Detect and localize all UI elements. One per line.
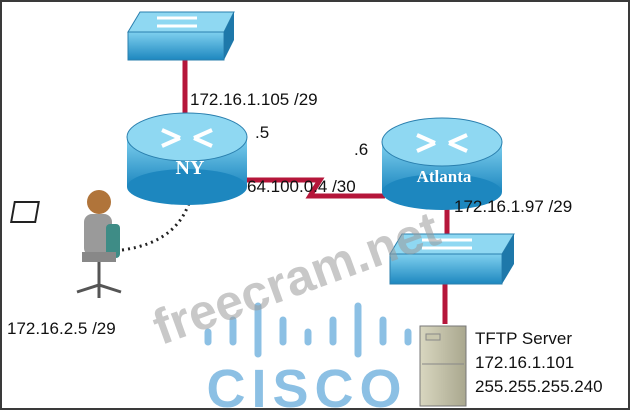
- router-ny-label: NY: [176, 157, 205, 179]
- wireless-link-pc-ny: [121, 191, 194, 252]
- server-mask-label: 255.255.255.240: [475, 377, 603, 396]
- server-ip-label: 172.16.1.101: [475, 353, 574, 372]
- switch-atlanta-lan-icon[interactable]: [389, 233, 515, 285]
- ny-serial-ip-label: .5: [255, 123, 269, 142]
- ny-lan-ip-label: 172.16.1.105 /29: [190, 90, 318, 109]
- tftp-server-icon[interactable]: [419, 325, 467, 407]
- wan-network-label: 64.100.0.4 /30: [247, 177, 356, 196]
- router-ny-icon[interactable]: [126, 112, 248, 205]
- server-name-label: TFTP Server: [475, 329, 572, 348]
- cisco-logo-bars: [204, 302, 412, 358]
- pc-user-icon[interactable]: [10, 190, 122, 298]
- switch-ny-lan-icon[interactable]: [127, 11, 235, 61]
- cisco-logo-text: CISCO: [206, 359, 407, 410]
- router-atlanta-icon[interactable]: [381, 117, 503, 210]
- router-atlanta-label: Atlanta: [417, 167, 472, 186]
- atlanta-lan-ip-label: 172.16.1.97 /29: [454, 197, 572, 216]
- serial-link-ny-atlanta: [245, 177, 385, 199]
- pc-ip-label: 172.16.2.5 /29: [7, 319, 116, 338]
- atlanta-serial-ip-label: .6: [354, 140, 368, 159]
